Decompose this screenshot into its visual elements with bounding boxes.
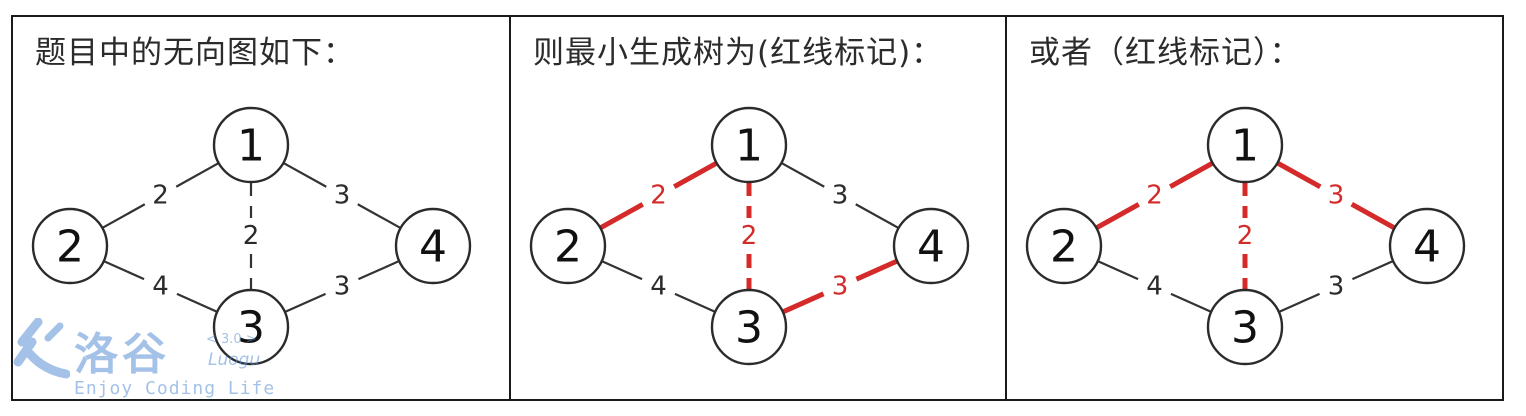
edge-1-4-segment [282, 161, 327, 188]
edge-weight-label: 3 [1328, 272, 1345, 302]
node-circle [212, 288, 290, 366]
edge-weight-label: 4 [1146, 272, 1163, 302]
edge-3-4-segment [855, 258, 899, 282]
figure-frame: 题目中的无向图如下： 2 2 3 4 3 1 2 3 4 则最小生成树为(红线标记)： 2 2 3 4… [11, 15, 1504, 401]
panel-mst-option-1: 则最小生成树为(红线标记)： 2 2 3 4 3 1 2 3 4 [509, 17, 1005, 399]
edge-1-4-segment [1350, 202, 1396, 231]
node-label: 1 [1231, 121, 1259, 172]
node-circle [212, 106, 290, 184]
edge-1-4-segment [1276, 160, 1322, 189]
edge-1-2-segment [101, 203, 146, 229]
node-circle [1206, 106, 1284, 184]
edge-2-3-segment [1170, 292, 1212, 313]
edge-weight-label: 4 [650, 272, 667, 302]
edge-weight-label: 3 [832, 272, 849, 302]
node-label: 4 [419, 222, 447, 273]
panel-title: 或者（红线标记）： [1029, 35, 1302, 71]
node-circle [529, 207, 607, 285]
edge-weight-label: 3 [1328, 181, 1345, 211]
node-3: 3 [212, 288, 290, 366]
edge-weight-label: 2 [152, 181, 169, 211]
edge-weight-label: 2 [650, 181, 667, 211]
panel-mst-option-2: 或者（红线标记）： 2 2 3 4 3 1 2 3 4 [1005, 17, 1502, 399]
edge-1-2-segment [1169, 160, 1214, 189]
panel-title: 题目中的无向图如下： [35, 35, 355, 71]
edge-1-2-segment [599, 202, 644, 231]
edge-weight-label: 3 [334, 181, 351, 211]
edge-weight-label: 2 [741, 221, 758, 251]
node-circle [1206, 288, 1284, 366]
graph-mst-option-1: 2 2 3 4 3 1 2 3 4 [529, 106, 970, 366]
edge-weight-label: 2 [243, 221, 260, 251]
node-label: 2 [554, 222, 582, 273]
panel-original-graph: 题目中的无向图如下： 2 2 3 4 3 1 2 3 4 [13, 17, 509, 399]
edge-3-4-segment [284, 292, 327, 313]
node-label: 4 [917, 222, 945, 273]
edge-1-2-segment [1095, 202, 1140, 231]
edge-1-2-segment [673, 160, 718, 189]
node-1: 1 [710, 106, 788, 184]
node-circle [1388, 207, 1466, 285]
edge-1-2-segment [175, 162, 220, 188]
graph-original: 2 2 3 4 3 1 2 3 4 [31, 106, 472, 366]
node-circle [710, 288, 788, 366]
node-label: 1 [237, 121, 265, 172]
node-1: 1 [1206, 106, 1284, 184]
edge-weights: 2 2 3 4 3 [152, 181, 350, 302]
panel-title: 则最小生成树为(红线标记)： [533, 35, 944, 71]
edge-1-4-segment [357, 203, 402, 230]
edge-weight-label: 2 [1237, 221, 1254, 251]
node-2: 2 [1025, 207, 1103, 285]
edges [1095, 160, 1396, 313]
edge-2-3-segment [601, 260, 643, 281]
edge-weight-label: 3 [334, 272, 351, 302]
node-circle [31, 207, 109, 285]
edges [101, 161, 402, 313]
node-label: 4 [1413, 222, 1441, 273]
node-label: 2 [1050, 222, 1078, 273]
node-circle [1025, 207, 1103, 285]
node-label: 3 [1231, 303, 1259, 354]
node-4: 4 [1388, 207, 1466, 285]
node-label: 3 [735, 303, 763, 354]
node-3: 3 [1206, 288, 1284, 366]
edge-weights: 2 2 3 4 3 [650, 181, 848, 302]
nodes: 1 2 3 4 [529, 106, 970, 366]
edges [599, 160, 900, 315]
nodes: 1 2 3 4 [31, 106, 472, 366]
edge-1-4-segment [855, 203, 900, 230]
edge-3-4-segment [357, 260, 400, 281]
node-label: 1 [735, 121, 763, 172]
node-3: 3 [710, 288, 788, 366]
node-circle [394, 207, 472, 285]
edge-3-4-segment [1351, 260, 1394, 281]
node-4: 4 [394, 207, 472, 285]
edge-2-3-segment [674, 292, 716, 313]
node-1: 1 [212, 106, 290, 184]
node-circle [710, 106, 788, 184]
edge-weight-label: 2 [1146, 181, 1163, 211]
node-2: 2 [31, 207, 109, 285]
edge-weight-label: 3 [832, 181, 849, 211]
nodes: 1 2 3 4 [1025, 106, 1466, 366]
node-label: 3 [237, 303, 265, 354]
node-circle [892, 207, 970, 285]
edge-1-4-segment [780, 161, 825, 188]
node-label: 2 [56, 222, 84, 273]
edge-2-3-segment [103, 260, 145, 281]
edge-2-3-segment [176, 292, 218, 313]
edge-weights: 2 2 3 4 3 [1146, 181, 1344, 302]
node-2: 2 [529, 207, 607, 285]
edge-weight-label: 4 [152, 272, 169, 302]
edge-3-4-segment [781, 291, 825, 315]
edge-3-4-segment [1278, 292, 1321, 313]
graph-mst-option-2: 2 2 3 4 3 1 2 3 4 [1025, 106, 1466, 366]
edge-2-3-segment [1097, 260, 1139, 281]
node-4: 4 [892, 207, 970, 285]
